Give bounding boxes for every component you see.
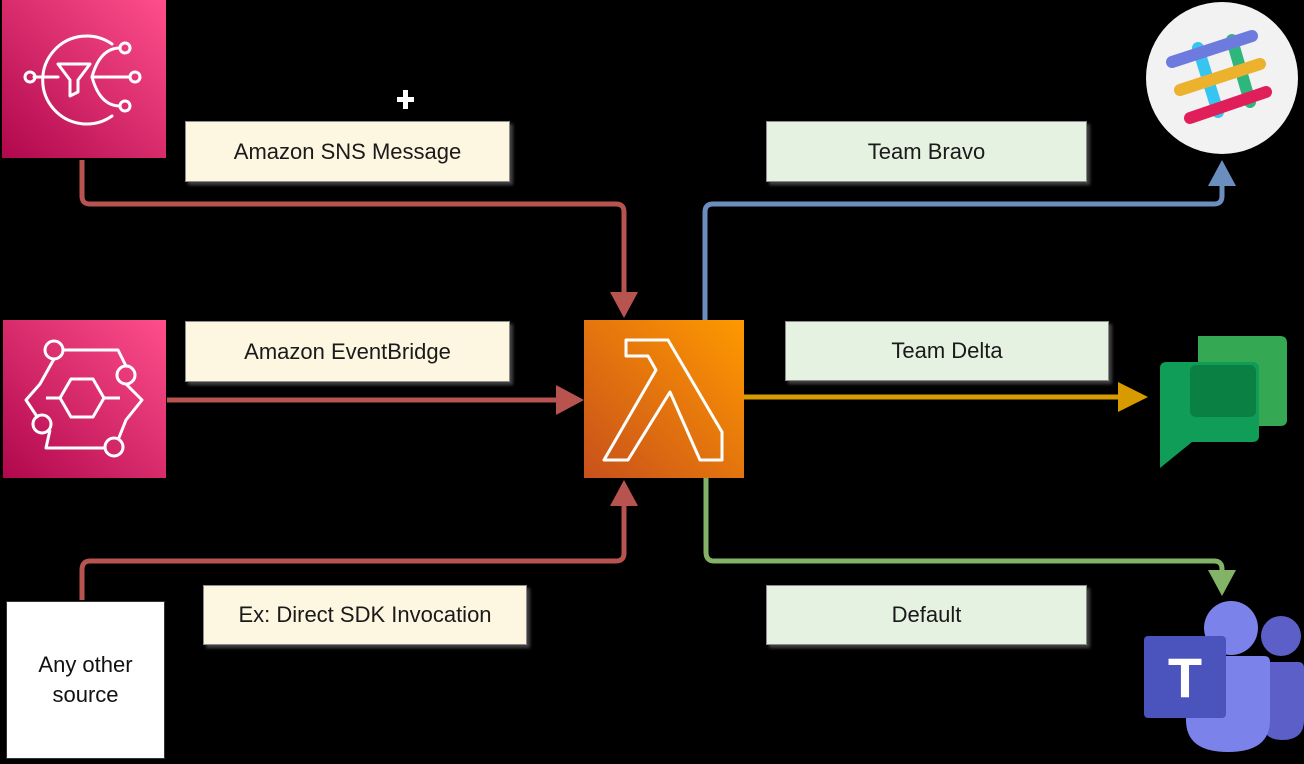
sns-arrowhead	[610, 292, 638, 318]
eventbridge-arrowhead	[556, 385, 584, 415]
any-other-source-line1: Any other	[38, 652, 133, 677]
other-source-to-lambda-connector	[79, 504, 627, 600]
microsoft-teams-icon: T	[1144, 601, 1304, 752]
slack-icon	[1146, 2, 1298, 154]
team-delta-label: Team Delta	[785, 321, 1109, 381]
eventbridge-label: Amazon EventBridge	[185, 321, 510, 382]
teams-arrowhead	[1208, 570, 1236, 596]
direct-sdk-label: Ex: Direct SDK Invocation	[203, 585, 527, 645]
any-other-source-line2: source	[52, 682, 119, 707]
slack-arrowhead	[1208, 160, 1236, 186]
sns-to-lambda-connector	[79, 160, 627, 296]
google-chat-arrowhead	[1118, 382, 1148, 412]
sns-icon	[2, 0, 166, 158]
sns-label: Amazon SNS Message	[185, 121, 510, 182]
default-label: Default	[766, 585, 1087, 645]
other-source-arrowhead	[610, 480, 638, 506]
move-cursor-icon	[397, 90, 414, 109]
teams-letter: T	[1168, 646, 1202, 709]
any-other-source-box: Any other source	[6, 601, 165, 759]
lambda-to-teams-connector	[703, 478, 1225, 572]
google-chat-icon	[1160, 336, 1287, 468]
eventbridge-icon	[3, 320, 166, 478]
lambda-icon	[584, 320, 744, 478]
lambda-to-slack-connector	[702, 182, 1225, 320]
team-bravo-label: Team Bravo	[766, 121, 1087, 182]
